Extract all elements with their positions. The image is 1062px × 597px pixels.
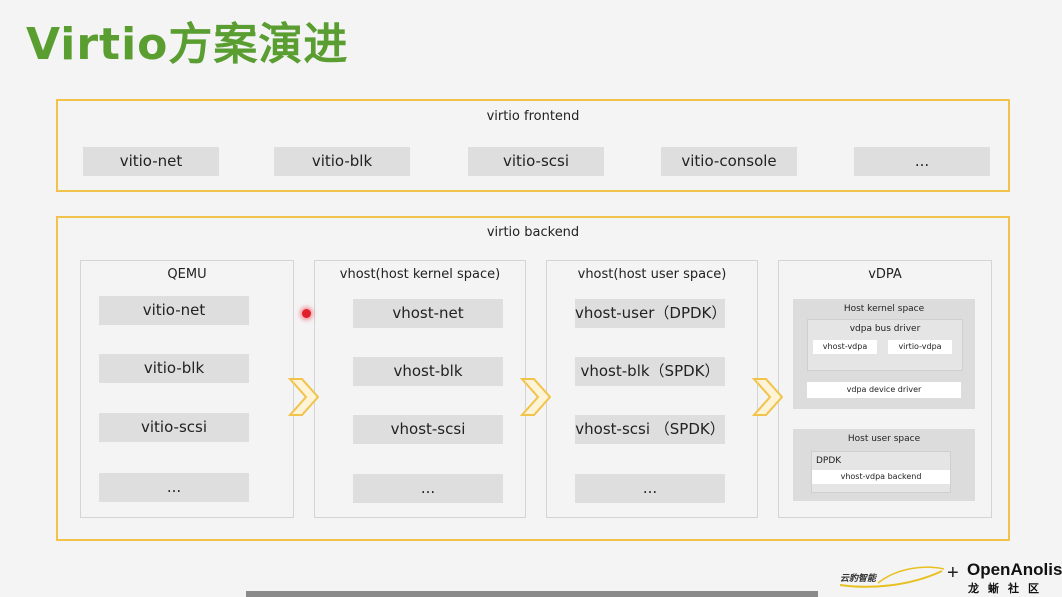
virtio-vdpa-box: virtio-vdpa: [888, 340, 952, 354]
backend-frame: virtio backend: [56, 216, 1010, 541]
vdpa-bus-driver-label: vdpa bus driver: [849, 324, 921, 334]
dpdk-label: DPDK: [816, 456, 842, 466]
plus-sign: +: [947, 562, 959, 584]
frontend-item-more: ...: [854, 147, 990, 176]
vhost-kernel-panel: vhost(host kernel space) vhost-net vhost…: [314, 260, 526, 518]
vhost-kernel-item-scsi: vhost-scsi: [353, 415, 503, 444]
qemu-item-net: vitio-net: [99, 296, 249, 325]
yunbao-logo-icon: 云豹智能: [839, 566, 945, 588]
chevron-right-icon: [288, 378, 320, 416]
qemu-item-blk: vitio-blk: [99, 354, 249, 383]
yunbao-logo-text: 云豹智能: [840, 573, 878, 584]
qemu-item-more: ...: [99, 473, 249, 502]
vhost-user-item-blk: vhost-blk（SPDK）: [575, 357, 725, 386]
frontend-item-blk: vitio-blk: [274, 147, 410, 176]
vhost-kernel-item-net: vhost-net: [353, 299, 503, 328]
video-progress-bar[interactable]: [246, 591, 818, 597]
vdpa-panel: vDPA Host kernel space vdpa bus driver v…: [778, 260, 992, 518]
vdpa-user-title: Host user space: [847, 434, 921, 444]
vdpa-kernel-title: Host kernel space: [843, 304, 925, 314]
frontend-title: virtio frontend: [486, 109, 580, 124]
pointer-dot: [302, 309, 311, 318]
chevron-right-icon: [752, 378, 784, 416]
vdpa-device-driver-box: vdpa device driver: [807, 382, 961, 398]
frontend-item-net: vitio-net: [83, 147, 219, 176]
qemu-item-scsi: vitio-scsi: [99, 413, 249, 442]
vdpa-bus-driver-box: vdpa bus driver vhost-vdpa virtio-vdpa: [807, 319, 963, 371]
chevron-right-icon: [520, 378, 552, 416]
vhost-user-title: vhost(host user space): [577, 267, 727, 282]
qemu-panel: QEMU vitio-net vitio-blk vitio-scsi ...: [80, 260, 294, 518]
vhost-vdpa-backend-box: vhost-vdpa backend: [812, 470, 950, 484]
vhost-vdpa-box: vhost-vdpa: [813, 340, 877, 354]
vhost-user-item-more: ...: [575, 474, 725, 503]
vdpa-kernel-space: Host kernel space vdpa bus driver vhost-…: [793, 299, 975, 409]
frontend-item-scsi: vitio-scsi: [468, 147, 604, 176]
vdpa-user-space: Host user space DPDK vhost-vdpa backend: [793, 429, 975, 501]
dpdk-box: DPDK vhost-vdpa backend: [811, 451, 951, 493]
vdpa-title: vDPA: [868, 267, 902, 282]
vhost-user-item-user: vhost-user（DPDK）: [575, 299, 726, 328]
vhost-kernel-item-blk: vhost-blk: [353, 357, 503, 386]
page-title: Virtio方案演进: [26, 19, 349, 70]
vhost-kernel-item-more: ...: [353, 474, 503, 503]
qemu-title: QEMU: [167, 267, 207, 282]
frontend-frame: virtio frontend vitio-net vitio-blk viti…: [56, 99, 1010, 192]
openanolis-logo-sub: 龙蜥社区: [968, 582, 1048, 595]
backend-title: virtio backend: [486, 225, 580, 240]
openanolis-logo: OpenAnolis: [967, 560, 1062, 579]
frontend-item-console: vitio-console: [661, 147, 797, 176]
vhost-user-panel: vhost(host user space) vhost-user（DPDK） …: [546, 260, 758, 518]
vhost-user-item-scsi: vhost-scsi （SPDK）: [575, 415, 725, 444]
vhost-kernel-title: vhost(host kernel space): [339, 267, 501, 282]
